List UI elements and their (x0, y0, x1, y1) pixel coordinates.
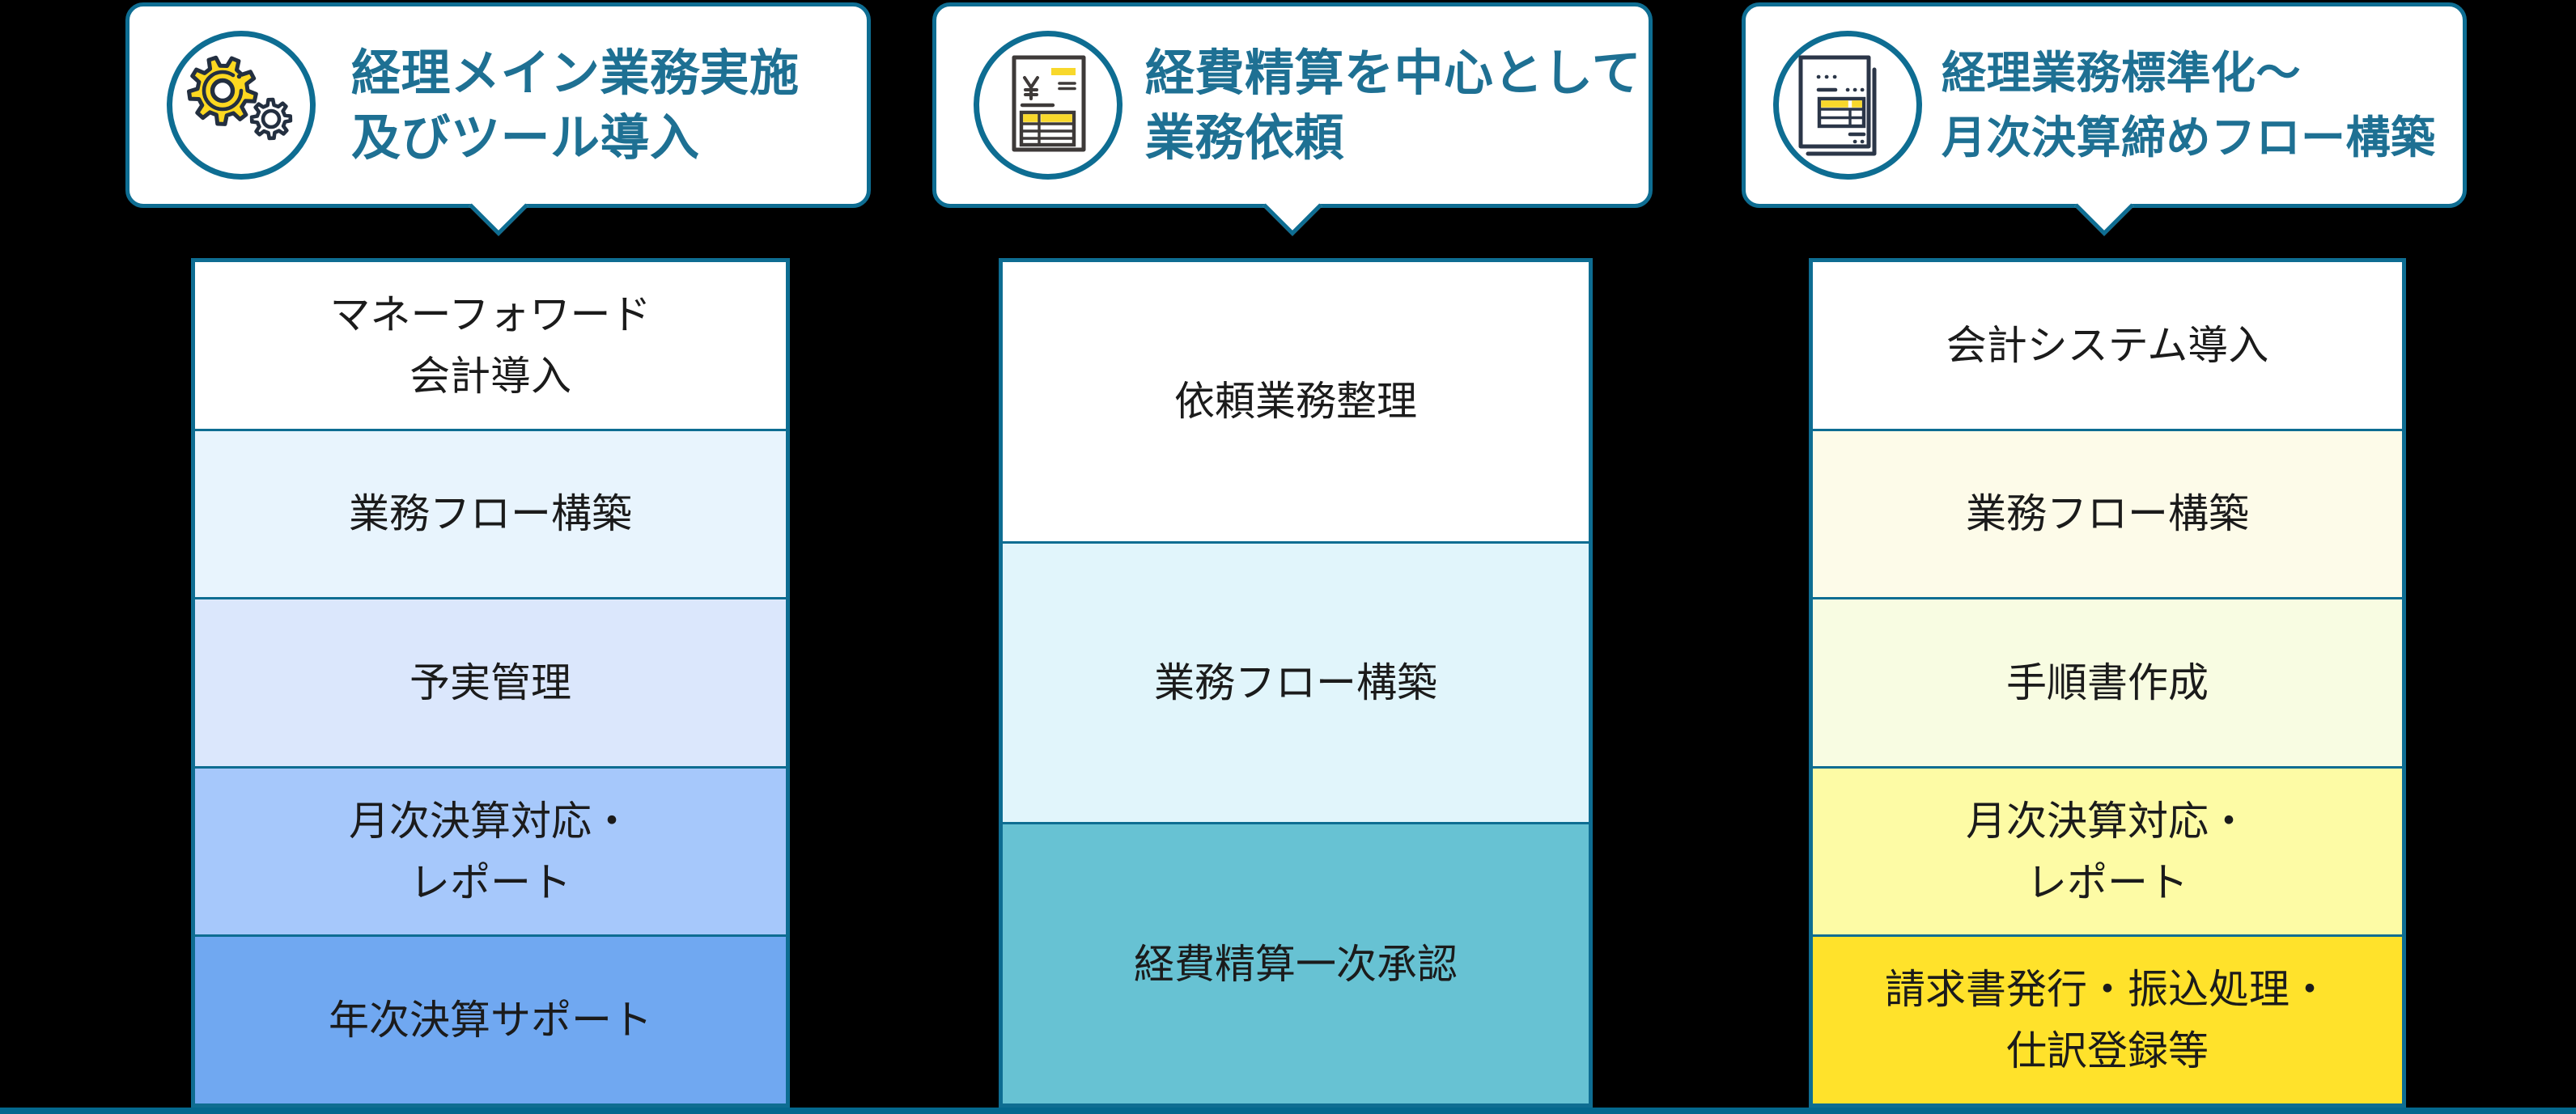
callout-title: 経理業務標準化〜 月次決算締めフロー構築 (1942, 40, 2436, 170)
stack-row-label: 業務フロー構築 (1154, 660, 1437, 705)
stack-row: 業務フロー構築 (1813, 428, 2402, 598)
stack-row: 業務フロー構築 (195, 428, 786, 598)
stack-row-label: マネーフォワード (329, 291, 651, 337)
callout-standardization: 経理業務標準化〜 月次決算締めフロー構築 (1742, 2, 2467, 236)
stack-row: 手順書作成 (1813, 597, 2402, 766)
stack-row-label: 予実管理 (410, 659, 571, 705)
callout-title: 経費精算を中心として 業務依頼 (1145, 40, 1641, 170)
stack-row: 業務フロー構築 (1003, 540, 1589, 823)
callout-title-line: 経理業務標準化〜 (1942, 48, 2302, 98)
stack-row-label: 会計導入 (410, 353, 571, 399)
callout-title-line: 経費精算を中心として (1145, 45, 1642, 100)
stack-row-label: 会計システム導入 (1946, 322, 2269, 368)
stack-row-label: 月次決算対応・ (1966, 798, 2249, 844)
callout-expense-settlement: 経費精算を中心として 業務依頼 (932, 2, 1653, 236)
stack-row-label: 月次決算対応・ (349, 798, 632, 844)
callout-title: 経理メイン業務実施 及びツール導入 (351, 40, 800, 170)
stack-row: 依頼業務整理 (1003, 262, 1589, 541)
stack-main-accounting: マネーフォワード 会計導入 業務フロー構築 予実管理 月次決算対応・ レポート … (191, 258, 790, 1108)
stack-row-label: 仕訳登録等 (2006, 1028, 2209, 1074)
stack-row-label: 経費精算一次承認 (1134, 941, 1458, 987)
stack-row: 月次決算対応・ レポート (195, 765, 786, 935)
stack-row-label: 年次決算サポート (329, 998, 652, 1044)
stack-row: 月次決算対応・ レポート (1813, 765, 2402, 935)
stack-row: 年次決算サポート (195, 934, 786, 1103)
gears-icon (167, 31, 316, 180)
stack-row-label: レポート (2026, 859, 2188, 905)
stack-row-label: 依頼業務整理 (1174, 379, 1417, 425)
invoice-icon (974, 31, 1122, 180)
stack-standardization: 会計システム導入 業務フロー構築 手順書作成 月次決算対応・ レポート 請求書発… (1809, 258, 2406, 1108)
callout-tail (1263, 176, 1322, 236)
bottom-bar (0, 1108, 2576, 1114)
callout-title-line: 及びツール導入 (351, 110, 700, 165)
callout-tail (2074, 176, 2134, 236)
callout-title-line: 経理メイン業務実施 (351, 45, 800, 100)
callout-main-accounting: 経理メイン業務実施 及びツール導入 (125, 2, 871, 236)
callout-tail (468, 176, 528, 236)
stack-row: 経費精算一次承認 (1003, 822, 1589, 1104)
stack-row-label: レポート (410, 859, 571, 905)
stack-row: 請求書発行・振込処理・ 仕訳登録等 (1813, 934, 2402, 1103)
callout-title-line: 業務依頼 (1145, 110, 1345, 165)
stack-row-label: 業務フロー構築 (349, 491, 632, 537)
stack-row: 予実管理 (195, 597, 786, 766)
callout-title-line: 月次決算締めフロー構築 (1942, 112, 2436, 163)
stack-expense-settlement: 依頼業務整理 業務フロー構築 経費精算一次承認 (999, 258, 1593, 1108)
documents-icon (1773, 31, 1922, 180)
stack-row-label: 業務フロー構築 (1966, 491, 2249, 537)
stack-row: 会計システム導入 (1813, 262, 2402, 429)
stack-row: マネーフォワード 会計導入 (195, 262, 786, 429)
stack-row-label: 手順書作成 (2006, 659, 2209, 705)
stack-row-label: 請求書発行・振込処理・ (1885, 967, 2330, 1013)
